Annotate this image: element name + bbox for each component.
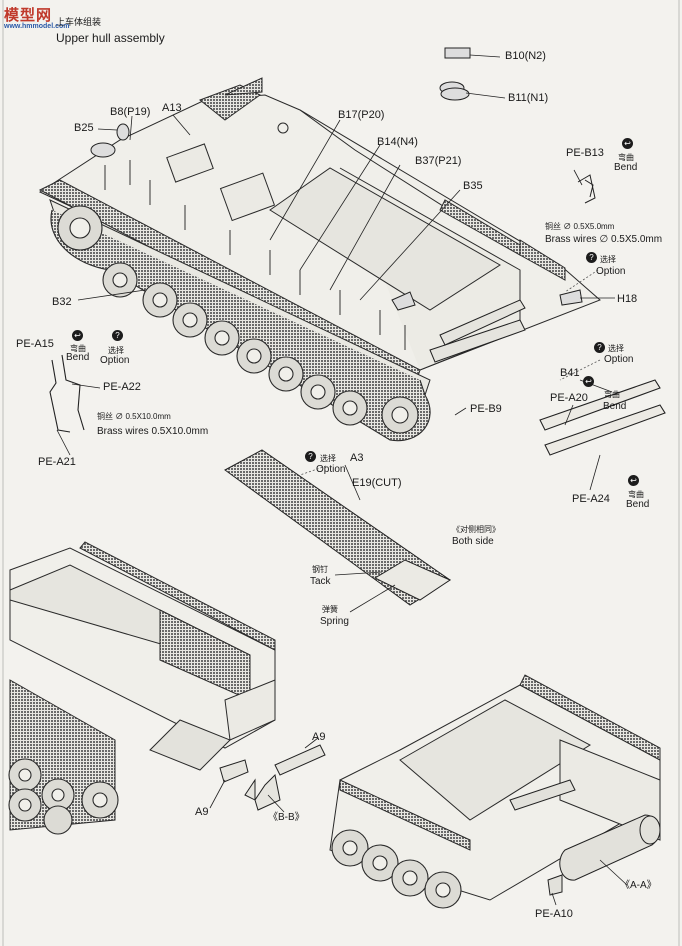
label-b32: B32 <box>52 296 72 308</box>
label-pe-a15: PE-A15 <box>16 338 54 350</box>
option-cn: 选择 <box>600 255 616 264</box>
brass-en-1: Brass wires ∅ 0.5X5.0mm <box>545 234 663 245</box>
label-pe-a10: PE-A10 <box>535 908 573 920</box>
label-b11: B11(N1) <box>508 92 549 104</box>
option-en: Option <box>596 266 626 277</box>
label-e19: E19(CUT) <box>352 477 402 489</box>
label-pe-a20: PE-A20 <box>550 392 588 404</box>
bend-cn: 弯曲 <box>618 153 634 162</box>
label-pe-b9: PE-B9 <box>470 403 502 415</box>
label-a9-top: A9 <box>312 731 326 743</box>
label-pe-b13: PE-B13 <box>566 147 604 159</box>
label-a13: A13 <box>162 102 182 114</box>
spring-en: Spring <box>320 616 349 627</box>
option-cn: 选择 <box>320 454 336 463</box>
label-b35: B35 <box>463 180 483 192</box>
label-b17: B17(P20) <box>338 109 385 121</box>
option-en: Option <box>100 355 130 366</box>
label-b25: B25 <box>74 122 94 134</box>
logo-text: 模型网 <box>4 7 53 24</box>
label-b-b: 《B-B》 <box>268 812 305 823</box>
option-cn: 选择 <box>608 344 624 353</box>
label-b37: B37(P21) <box>415 155 462 167</box>
label-pe-a21: PE-A21 <box>38 456 76 468</box>
logo-url: www.hmmodel.com <box>4 23 70 30</box>
both-side-cn: 《对侧相同》 <box>452 525 500 534</box>
label-b10: B10(N2) <box>505 50 546 62</box>
bend-en: Bend <box>626 499 650 510</box>
brass-cn-1: 铜丝 ∅ 0.5X5.0mm <box>545 222 615 231</box>
label-pe-a24: PE-A24 <box>572 493 610 505</box>
brass-cn-2: 铜丝 ∅ 0.5X10.0mm <box>97 412 171 421</box>
bend-en: Bend <box>614 162 638 173</box>
label-a3: A3 <box>350 452 364 464</box>
brass-en-2: Brass wires 0.5X10.0mm <box>97 426 209 437</box>
site-logo: 模型网 www.hmmodel.com <box>4 4 76 32</box>
option-icon: ? <box>305 451 316 462</box>
title-cn: 上车体组装 <box>56 17 102 27</box>
label-a-a: 《A-A》 <box>620 880 657 891</box>
label-h18: H18 <box>617 293 638 305</box>
tack-cn: 钢钉 <box>312 565 328 574</box>
both-side-en: Both side <box>452 536 494 547</box>
label-b41: B41 <box>560 367 580 379</box>
bend-cn: 弯曲 <box>604 390 620 399</box>
bend-en: Bend <box>66 352 90 363</box>
label-b14: B14(N4) <box>377 136 418 148</box>
option-icon: ? <box>586 252 597 263</box>
bend-icon: ↩ <box>583 376 594 387</box>
bend-en: Bend <box>603 401 627 412</box>
label-a9-bottom: A9 <box>195 806 209 818</box>
spring-cn: 弹簧 <box>322 605 338 614</box>
label-b8: B8(P19) <box>110 106 151 118</box>
page-title: Upper hull assembly <box>56 31 165 45</box>
bend-icon: ↩ <box>72 330 83 341</box>
label-pe-a22: PE-A22 <box>103 381 141 393</box>
bend-icon: ↩ <box>628 475 639 486</box>
option-icon: ? <box>594 342 605 353</box>
option-cn: 选择 <box>108 346 124 355</box>
bend-icon: ↩ <box>622 138 633 149</box>
pe-a20-strip <box>539 379 661 431</box>
bend-cn: 弯曲 <box>628 490 644 499</box>
option-icon: ? <box>112 330 123 341</box>
pe-a24-strip <box>544 404 666 456</box>
option-en: Option <box>604 354 634 365</box>
tack-en: Tack <box>310 576 331 587</box>
option-en: Option <box>316 464 346 475</box>
bend-cn: 弯曲 <box>70 344 86 353</box>
